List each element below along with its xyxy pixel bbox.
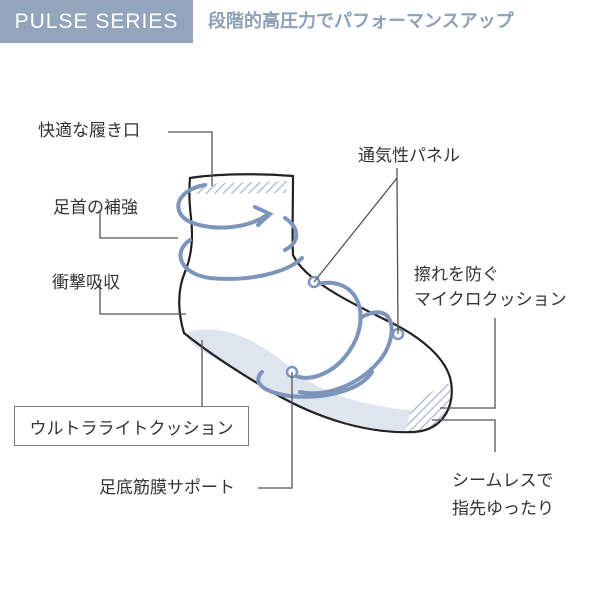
label-anti-friction-line1: 擦れを防ぐ <box>414 265 499 285</box>
leader-ankle <box>99 210 178 239</box>
ankle-ring-back <box>283 216 299 252</box>
midfoot-ring-1 <box>294 280 363 380</box>
label-ventilation-panel: 通気性パネル <box>358 146 460 166</box>
label-plantar-support: 足底筋膜サポート <box>99 478 235 498</box>
label-comfortable-opening: 快適な履き口 <box>38 121 140 141</box>
label-anti-friction-line2: マイクロクッション <box>414 290 567 310</box>
series-name: PULSE SERIES <box>14 9 179 33</box>
series-badge: PULSE SERIES <box>0 0 193 43</box>
sock-outline <box>178 173 453 434</box>
midfoot-ring-2 <box>298 310 394 396</box>
ankle-ring-lower <box>178 238 304 281</box>
label-ultralight-cushion-text: ウルトラライトクッション <box>29 418 234 439</box>
cuff-hatch <box>193 181 287 194</box>
sole-ring <box>256 370 374 399</box>
leader-opening <box>168 131 213 186</box>
leader-plantar <box>258 372 293 489</box>
label-ultralight-cushion: ウルトラライトクッション <box>14 406 249 446</box>
label-seamless-line1: シームレスで <box>452 471 554 491</box>
leader-ventilation-a <box>313 168 398 283</box>
leader-shock <box>99 284 186 315</box>
sole-cushion-area <box>188 329 446 432</box>
leader-seamless <box>432 419 496 452</box>
label-shock-absorption: 衝撃吸収 <box>52 273 120 293</box>
ankle-ring-arrow-icon <box>253 205 274 227</box>
leader-microcushion <box>440 318 496 409</box>
tagline: 段階的高圧力でパフォーマンスアップ <box>208 11 514 32</box>
toe-hatch <box>405 382 451 433</box>
ankle-ring-upper <box>176 183 270 230</box>
label-ankle-support: 足首の補強 <box>53 198 138 218</box>
label-seamless-line2: 指先ゆったり <box>452 499 554 519</box>
leader-ventilation-b <box>396 177 399 335</box>
